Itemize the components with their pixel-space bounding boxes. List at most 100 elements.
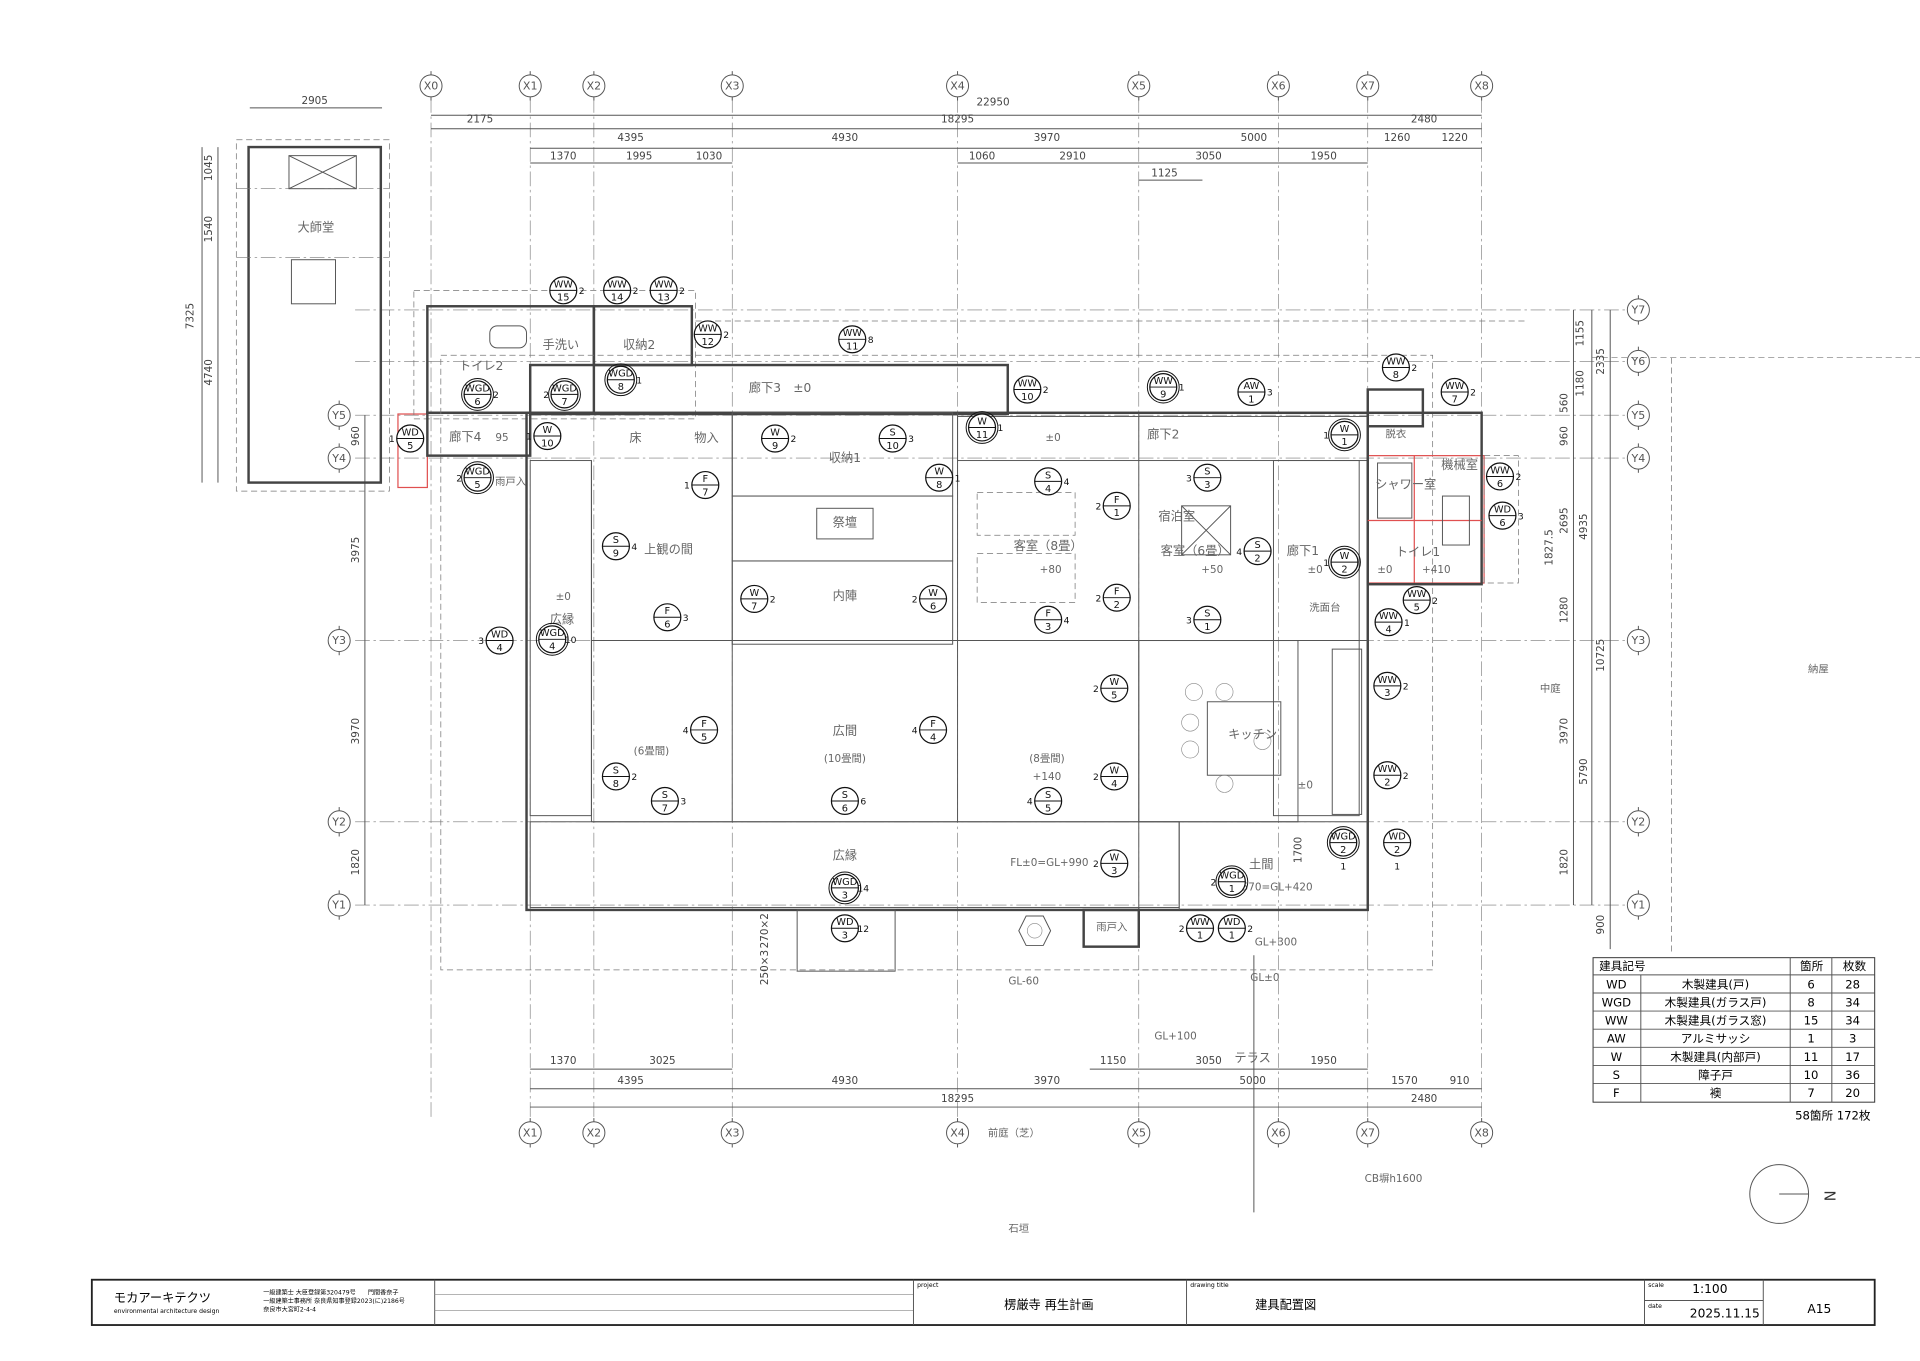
tag-count: 1: [1394, 862, 1400, 873]
dimension-label: 7325: [184, 303, 196, 329]
fitting-tag-s-7[interactable]: S73: [650, 786, 686, 816]
fitting-tag-ww-8[interactable]: WW 8 2: [1381, 353, 1417, 382]
fitting-tag-w-4[interactable]: W42: [1093, 762, 1129, 791]
tag-type: F: [1045, 609, 1051, 620]
tag-number: 13: [657, 293, 669, 304]
legend-name: アルミサッシ: [1681, 1032, 1751, 1046]
tag-number: 9: [613, 549, 619, 560]
tag-number: 8: [1393, 370, 1399, 381]
dimension-label: 1220: [1441, 132, 1467, 144]
dimension-label: 1125: [1151, 167, 1177, 179]
fitting-tag-f-6[interactable]: F63: [653, 603, 689, 632]
fitting-tag-f-5[interactable]: F54: [683, 715, 719, 745]
legend-places: 6: [1807, 977, 1814, 991]
fitting-tag-f-7[interactable]: F71: [684, 470, 720, 500]
fitting-tag-w-9[interactable]: W92: [761, 424, 797, 453]
fitting-tag-f-2[interactable]: F22: [1095, 583, 1131, 612]
fitting-tag-s-6[interactable]: S66: [830, 786, 866, 816]
room-label: (8畳間): [1029, 753, 1065, 765]
legend-code: S: [1613, 1068, 1620, 1082]
fitting-tag-f-3[interactable]: F34: [1034, 605, 1070, 634]
fitting-tag-w-8[interactable]: W81: [925, 463, 961, 492]
date-label: date: [1648, 1303, 1662, 1310]
fitting-tag-s-8[interactable]: S82: [601, 762, 637, 791]
dimension-label: 2335: [1595, 348, 1607, 374]
tag-number: 4: [496, 643, 502, 654]
fitting-tag-s-5[interactable]: S54: [1027, 786, 1063, 816]
fitting-tag-w-7[interactable]: W72: [740, 584, 776, 613]
fitting-tag-w-5[interactable]: W52: [1093, 674, 1129, 703]
fitting-tag-f-1[interactable]: F12: [1095, 491, 1131, 520]
fitting-tag-s-3[interactable]: S33: [1186, 463, 1222, 492]
tag-number: 3: [1384, 688, 1390, 699]
tag-type: S: [1045, 470, 1051, 481]
legend-sheets: 20: [1845, 1086, 1860, 1100]
dimension-label: 18295: [941, 114, 974, 126]
room-label: 手洗い: [542, 338, 579, 352]
tag-type: WW: [607, 279, 627, 290]
dimension-label: 10725: [1595, 639, 1607, 672]
fitting-tag-w-3[interactable]: W32: [1093, 849, 1129, 878]
tag-number: 9: [772, 441, 778, 452]
tag-number: 6: [664, 620, 670, 631]
fitting-tag-f-4[interactable]: F44: [912, 715, 948, 745]
tag-count: 2: [679, 286, 685, 297]
grid-label-right: Y4: [1630, 452, 1645, 465]
room-label: 中庭: [1540, 682, 1561, 695]
room-label: 大師堂: [298, 221, 335, 235]
fitting-tag-s-1[interactable]: S13: [1186, 605, 1222, 634]
tag-number: 3: [1204, 480, 1210, 491]
fitting-tag-s-2[interactable]: S24: [1236, 537, 1272, 566]
room-label: 土間: [1249, 857, 1273, 871]
dimension-label: 1370: [550, 150, 576, 162]
tag-type: WW: [554, 279, 574, 290]
fitting-tag-w-2[interactable]: W21: [1323, 545, 1361, 579]
legend-sheets: 17: [1845, 1050, 1860, 1064]
fitting-tag-s-4[interactable]: S44: [1034, 467, 1070, 496]
grid-label-top: X1: [523, 80, 538, 93]
tag-type: WW: [843, 328, 863, 339]
tag-type: WW: [1386, 356, 1406, 367]
grid-label-left: Y2: [331, 815, 346, 828]
fitting-tag-w-6[interactable]: W62: [912, 584, 948, 613]
tag-count: 2: [1411, 363, 1417, 374]
fitting-tag-w-1[interactable]: W11: [1323, 418, 1361, 452]
tag-count: 2: [1093, 859, 1099, 870]
fitting-tag-s-9[interactable]: S94: [601, 532, 637, 561]
